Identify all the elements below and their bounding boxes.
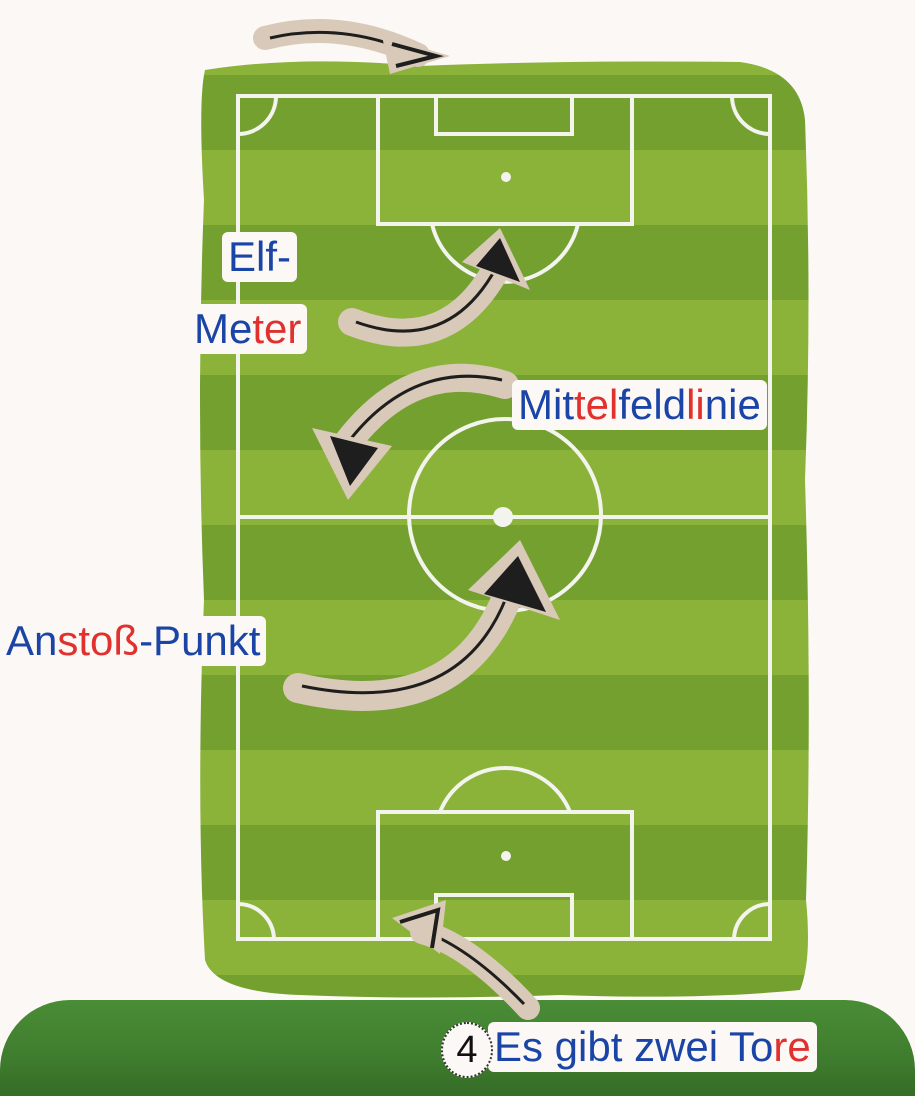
red-syllable: stoß [57,617,140,664]
red-syllable: li [686,381,705,428]
arrow-kickoff-spot [283,540,560,711]
center-spot [493,507,513,527]
red-syllable: re [773,1023,811,1070]
text-segment: An [6,617,58,664]
arrow-halfway-line [312,363,519,500]
label-mittelfeldlinie: Mittelfeldlinie [512,380,767,430]
text-segment: Me [194,305,253,352]
bottom-left-corner-arc [237,902,276,940]
text-segment: Es gibt zwei To [494,1023,774,1070]
label-anstoss-punkt: Anstoß-Punkt [0,616,267,666]
top-penalty-spot [501,172,511,182]
label-elfmeter-line2: Meter [188,304,308,354]
bottom-right-corner-arc [732,902,771,940]
text-segment: -Punkt [139,617,261,664]
top-goal-area [434,94,574,136]
label-zwei-tore: Es gibt zwei Tore [488,1022,817,1072]
text-segment: Elf- [228,233,291,280]
top-right-corner-arc [730,95,771,136]
bottom-penalty-arc [438,765,572,813]
bottom-penalty-spot [501,851,511,861]
red-syllable: tel [574,381,619,428]
text-segment: feld [618,381,687,428]
page-number: 4 [441,1022,493,1078]
arrow-top-goal [253,19,450,74]
label-elfmeter-line1: Elf- [222,232,297,282]
arrow-bottom-goal [392,900,540,1020]
top-left-corner-arc [237,95,278,136]
arrow-penalty-spot [338,228,530,347]
text-segment: Mit [518,381,574,428]
pitch-field [200,61,809,998]
text-segment: nie [704,381,761,428]
red-syllable: ter [252,305,302,352]
